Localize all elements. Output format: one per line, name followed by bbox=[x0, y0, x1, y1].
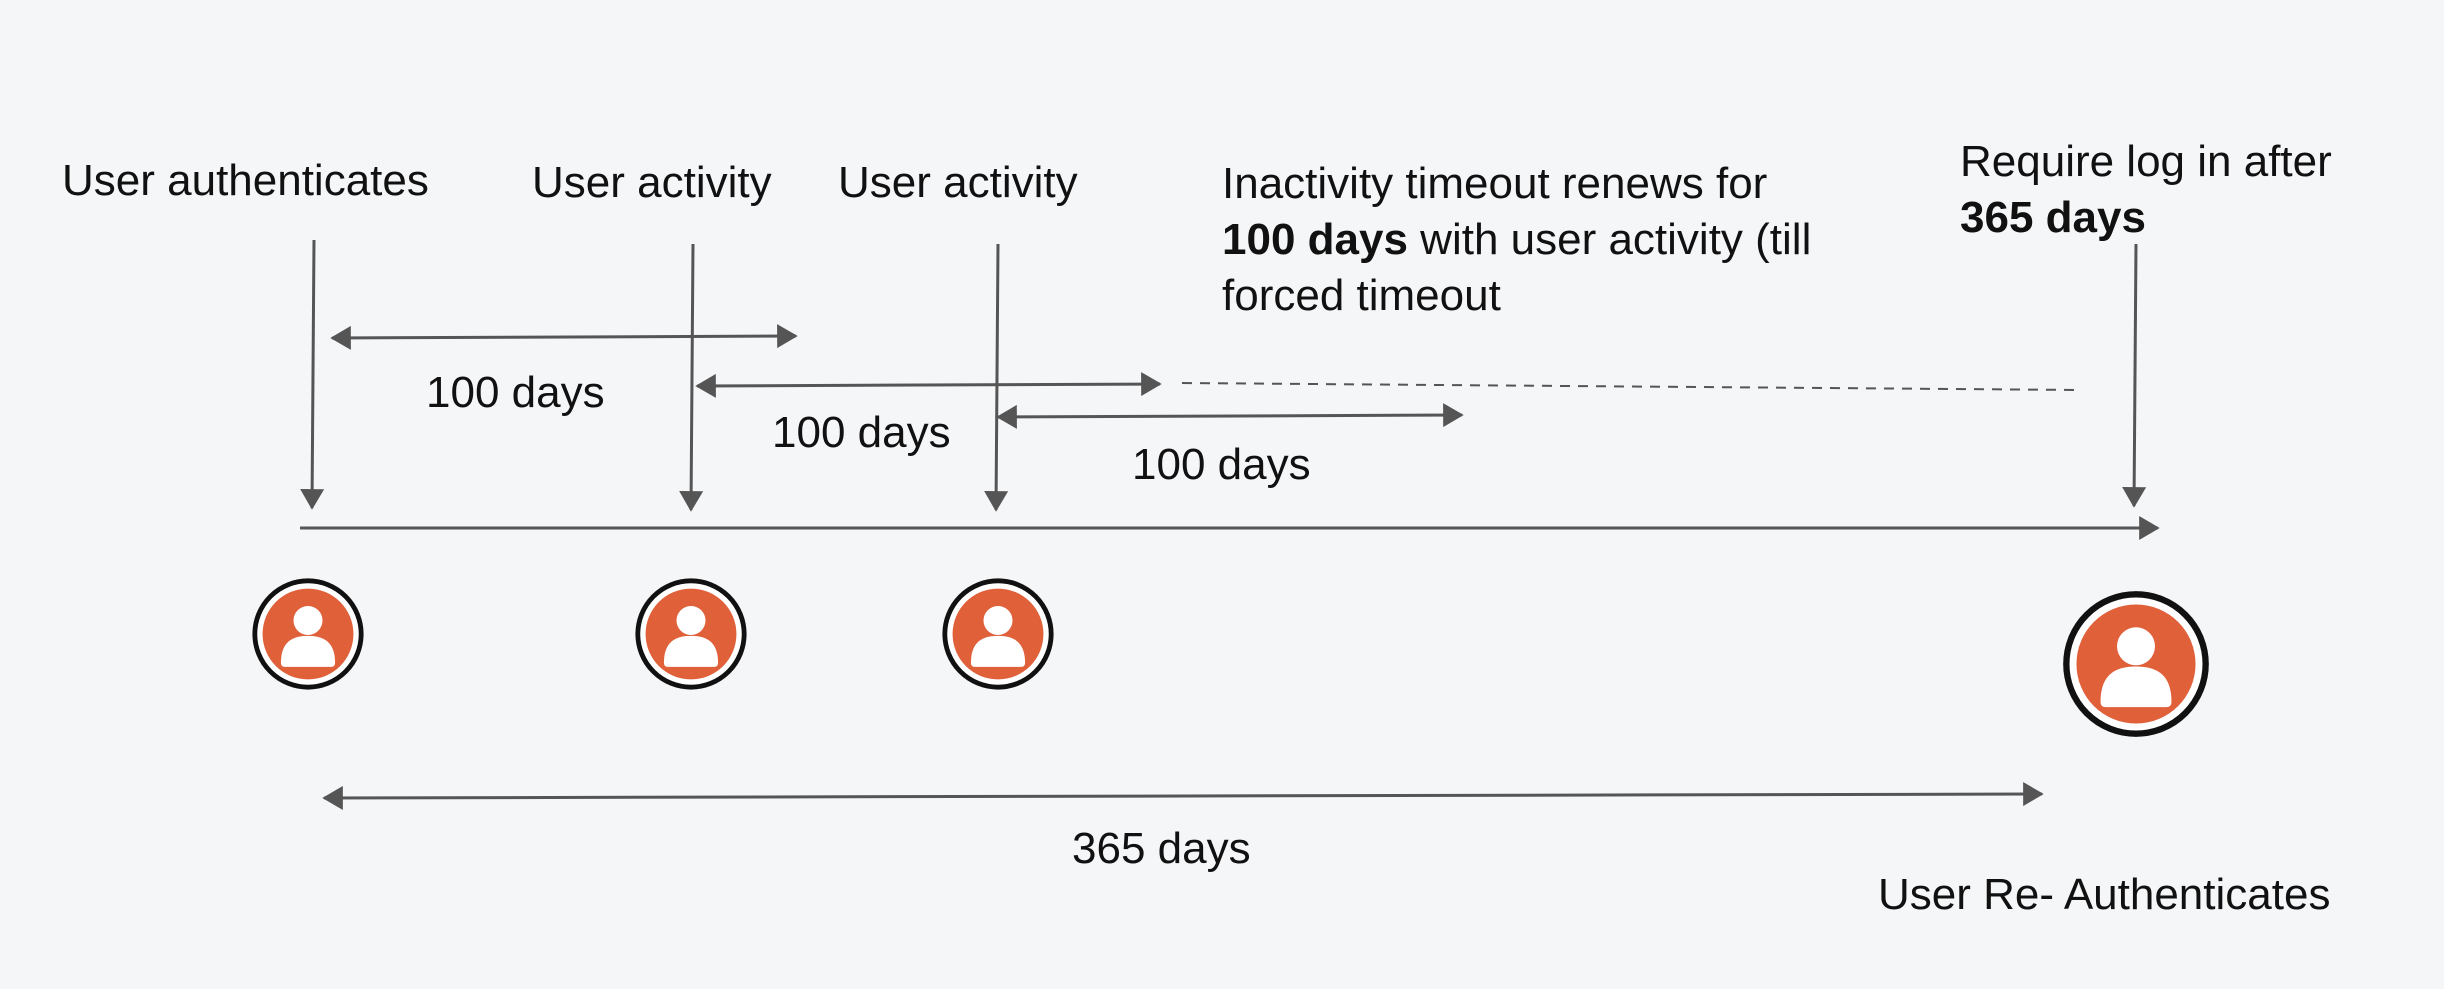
renewal-note: Inactivity timeout renews for 100 days w… bbox=[1222, 156, 1902, 324]
user-reauthenticates-label: User Re- Authenticates bbox=[1878, 870, 2331, 919]
require-login-prefix: Require log in after bbox=[1960, 137, 2332, 186]
activity-1-drop-arrow bbox=[679, 243, 704, 512]
span-total-label: 365 days bbox=[1072, 824, 1251, 873]
activity-2-drop-arrow bbox=[984, 243, 1009, 512]
user-avatar-icon bbox=[638, 581, 744, 687]
user-avatar-icon bbox=[945, 581, 1051, 687]
span-1-arrow bbox=[330, 324, 798, 350]
renewal-dashed-line bbox=[1181, 382, 2083, 391]
user-avatar-icon bbox=[2066, 594, 2205, 733]
user-avatar-icon bbox=[255, 581, 361, 687]
auth-drop-arrow bbox=[300, 239, 325, 510]
require-login-note: Require log in after 365 days bbox=[1960, 134, 2332, 246]
user-activity-1-label: User activity bbox=[532, 158, 772, 207]
renewal-note-prefix: Inactivity timeout renews for bbox=[1222, 159, 1768, 208]
span-3-label: 100 days bbox=[1132, 440, 1311, 489]
span-2-arrow bbox=[695, 372, 1162, 398]
renewal-note-suffix: with user activity (till forced timeout bbox=[1222, 215, 1812, 320]
span-3-arrow bbox=[996, 403, 1464, 429]
user-authenticates-label: User authenticates bbox=[62, 156, 429, 205]
span-2-label: 100 days bbox=[772, 408, 951, 457]
require-login-bold: 365 days bbox=[1960, 193, 2146, 242]
user-activity-2-label: User activity bbox=[838, 158, 1078, 207]
renewal-note-bold: 100 days bbox=[1222, 215, 1408, 264]
span-1-label: 100 days bbox=[426, 368, 605, 417]
span-total-arrow bbox=[322, 782, 2044, 810]
require-login-drop-arrow bbox=[2122, 243, 2147, 508]
